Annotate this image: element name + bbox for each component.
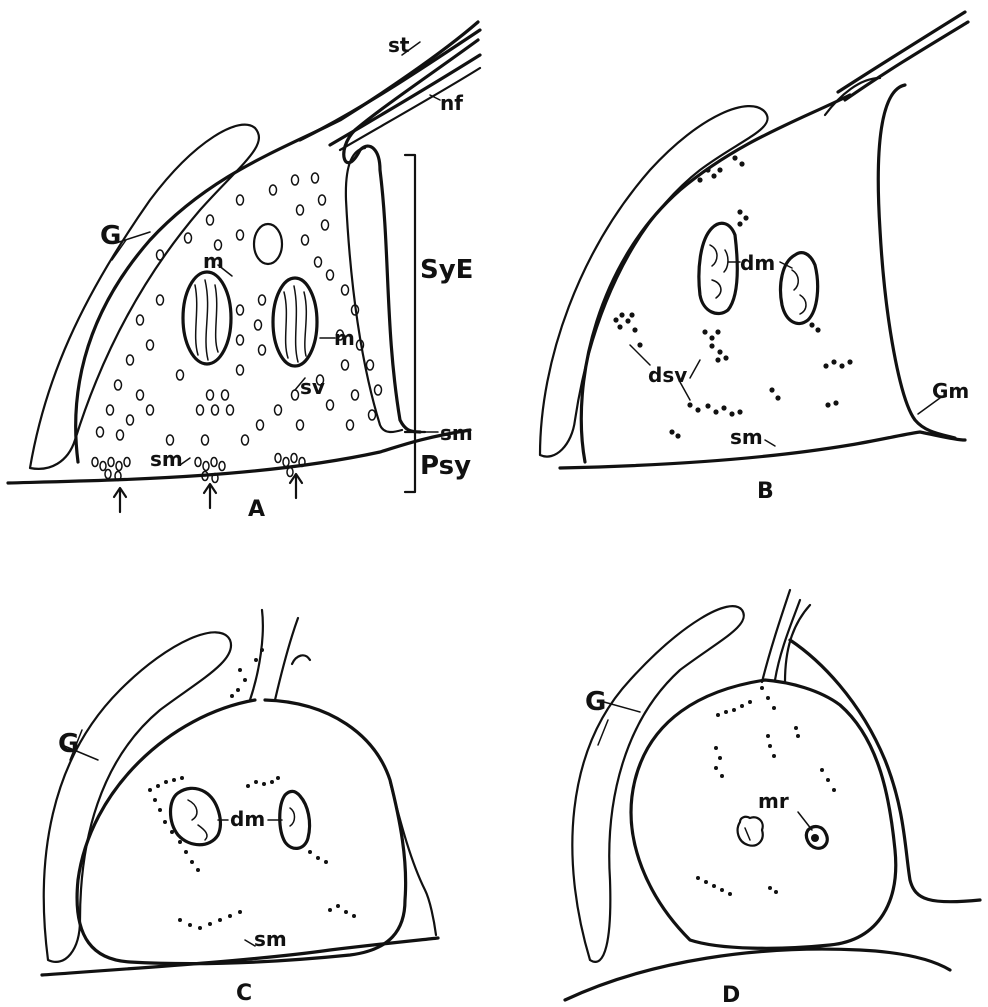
panel-label-d: D: [722, 983, 740, 1007]
label-g: G: [58, 729, 79, 759]
label-sv: sv: [300, 375, 325, 399]
panel-b-degenerated-mitochondrion-1: [699, 223, 737, 313]
label-g: G: [585, 687, 606, 717]
label-g: G: [100, 221, 121, 251]
panel-c-degenerated-mitochondrion-2: [280, 791, 310, 848]
panel-d-terminal-outline: [631, 680, 896, 948]
panel-b-degenerated-mitochondrion-2: [781, 253, 818, 324]
panel-c: G dm sm C: [42, 610, 438, 1006]
panel-d-baseline: [565, 949, 950, 1000]
panel-c-leaders: [62, 730, 282, 946]
panel-a-mitochondrion-1: [183, 272, 231, 364]
panel-c-degenerated-mitochondrion-1: [171, 788, 221, 844]
panel-label-c: C: [236, 981, 252, 1006]
panel-d-stalk: [775, 600, 800, 680]
panel-a-leaders: [112, 42, 440, 465]
panel-b-neurofilament: [845, 22, 968, 100]
panel-d-mitochondrial-remnant-1: [738, 817, 763, 846]
panel-b-neurofilament: [838, 12, 965, 92]
label-dm: dm: [230, 807, 265, 831]
panel-c-stalk: [250, 610, 263, 700]
panel-c-terminal-outline: [77, 700, 406, 964]
label-sm: sm: [440, 421, 473, 445]
label-dsv: dsv: [648, 363, 687, 387]
panel-a-mitochondrion-2: [273, 278, 317, 366]
panel-a-vacuole: [254, 224, 282, 264]
panel-c-stalk-tip: [292, 655, 310, 664]
panel-a-glial-cell: [30, 125, 259, 469]
label-dm: dm: [740, 251, 775, 275]
panel-d-mitochondrial-remnant-2: [806, 827, 827, 849]
label-psy: Psy: [420, 451, 471, 481]
panel-c-right-edge: [390, 782, 436, 935]
panel-c-baseline: [42, 938, 438, 975]
panel-label-a: A: [248, 497, 265, 522]
panel-d-glial-right: [790, 640, 980, 902]
panel-d: G mr D: [565, 590, 980, 1007]
label-sm: sm: [730, 425, 763, 449]
label-nf: nf: [440, 91, 463, 115]
label-sye: SyE: [420, 255, 473, 285]
panel-label-b: B: [757, 479, 774, 504]
panel-d-glial-cell: [572, 606, 744, 962]
label-m: m: [203, 249, 224, 273]
panel-b: dm dsv sm Gm B: [540, 12, 969, 504]
label-st: st: [388, 33, 410, 57]
panel-c-glial-cell: [44, 632, 231, 962]
label-sm: sm: [150, 447, 183, 471]
panel-b-terminal-outline: [581, 95, 850, 462]
label-mr: mr: [758, 789, 789, 813]
label-sm: sm: [254, 927, 287, 951]
label-gm: Gm: [932, 379, 969, 403]
panel-a: st nf G m m sv sm sm SyE Psy A: [8, 22, 480, 522]
label-m: m: [334, 326, 355, 350]
